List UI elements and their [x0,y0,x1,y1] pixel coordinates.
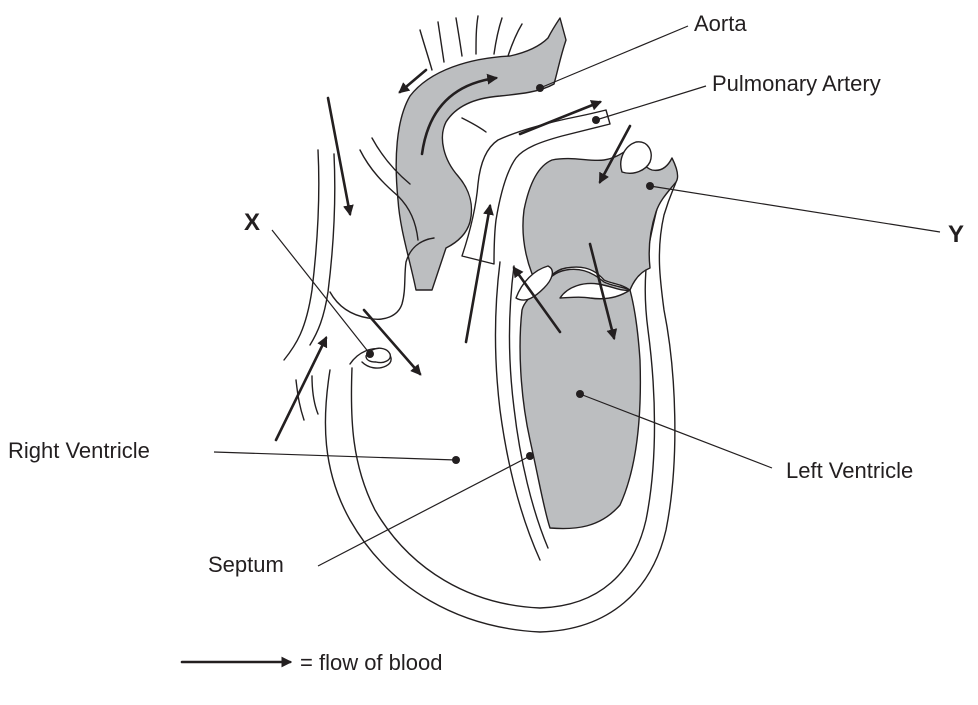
aorta-branch-3 [494,18,522,56]
right-ventricle-dot [452,456,460,464]
label-septum: Septum [208,552,284,577]
label-aorta: Aorta [694,11,747,36]
aorta-branch-2 [456,16,478,56]
y-leader [650,186,940,232]
left-ventricle-dot [576,390,584,398]
pulmonary-artery-branch [462,118,486,132]
pulmonary-artery-leader [596,86,706,120]
label-x: X [244,209,260,236]
right-ventricle-leader [214,452,456,460]
septum-dot [526,452,534,460]
label-left-ventricle: Left Ventricle [786,458,913,483]
label-pulmonary-artery: Pulmonary Artery [712,71,881,96]
aorta-branch-1 [420,22,444,70]
y-dot [646,182,654,190]
flow-arrow [328,98,350,214]
label-right-ventricle: Right Ventricle [8,438,150,463]
legend: = flow of blood [182,650,442,675]
septum-leader [318,456,530,566]
x-leader [272,230,370,354]
x-dot [366,350,374,358]
aorta-dot [536,84,544,92]
flow-arrow [364,310,420,374]
flow-arrow [276,338,326,440]
inferior-vena-cava [296,376,318,420]
legend-text: = flow of blood [300,650,442,675]
left-ventricle-chamber [520,269,640,528]
pulmonary-artery-dot [592,116,600,124]
label-y: Y [948,221,964,248]
